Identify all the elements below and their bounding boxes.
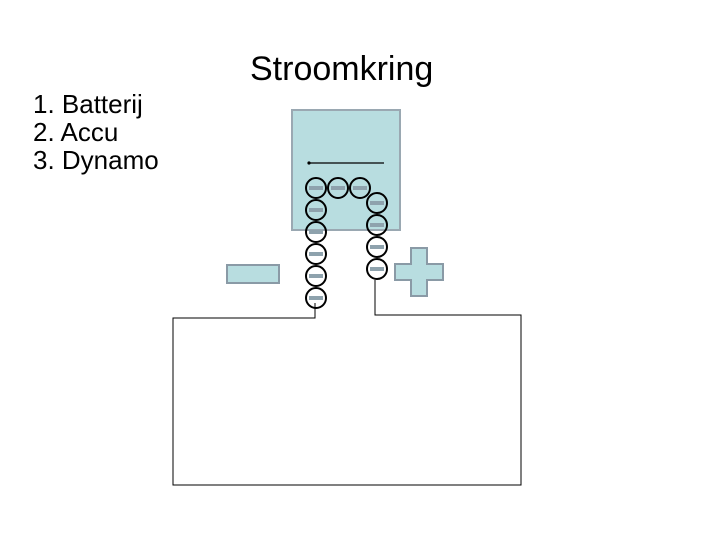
electron-icon	[366, 258, 388, 280]
battery-box	[291, 109, 401, 231]
electron-minus	[370, 201, 384, 205]
electron-minus	[309, 208, 323, 212]
circuit-wire	[172, 280, 522, 486]
electron-chain	[305, 177, 388, 309]
electron-circle	[305, 265, 327, 287]
electron-icon	[366, 192, 388, 214]
electron-minus	[370, 223, 384, 227]
electron-minus	[309, 252, 323, 256]
electron-circle	[327, 177, 349, 199]
electron-circle	[305, 199, 327, 221]
electron-circle	[366, 214, 388, 236]
list-item-dynamo: 3. Dynamo	[33, 145, 159, 175]
electron-icon	[305, 221, 327, 243]
electron-minus	[309, 274, 323, 278]
energy-source-list: 1. Batterij 2. Accu 3. Dynamo	[33, 90, 159, 174]
electron-minus	[309, 230, 323, 234]
minus-sign-icon	[226, 264, 280, 284]
electron-icon	[305, 243, 327, 265]
electron-minus	[309, 296, 323, 300]
electron-circle	[305, 221, 327, 243]
electron-icon	[366, 214, 388, 236]
electron-icon	[349, 177, 371, 199]
electron-circle	[305, 177, 327, 199]
electron-icon	[305, 265, 327, 287]
electron-icon	[305, 199, 327, 221]
electron-circle	[349, 177, 371, 199]
plus-sign-icon	[394, 247, 444, 297]
electron-circle	[366, 258, 388, 280]
electron-icon	[305, 177, 327, 199]
electron-icon	[327, 177, 349, 199]
electron-circle	[305, 287, 327, 309]
list-item-batterij: 1. Batterij	[33, 89, 143, 119]
electron-circle	[366, 236, 388, 258]
battery-terminal-dot	[307, 161, 311, 165]
electron-circle	[366, 192, 388, 214]
electron-minus	[370, 267, 384, 271]
electron-minus	[309, 186, 323, 190]
electron-circle	[305, 243, 327, 265]
electron-minus	[370, 245, 384, 249]
electron-minus	[353, 186, 367, 190]
list-item-accu: 2. Accu	[33, 117, 119, 147]
page-title: Stroomkring	[250, 50, 434, 88]
electron-icon	[305, 287, 327, 309]
electron-icon	[366, 236, 388, 258]
electron-minus	[331, 186, 345, 190]
